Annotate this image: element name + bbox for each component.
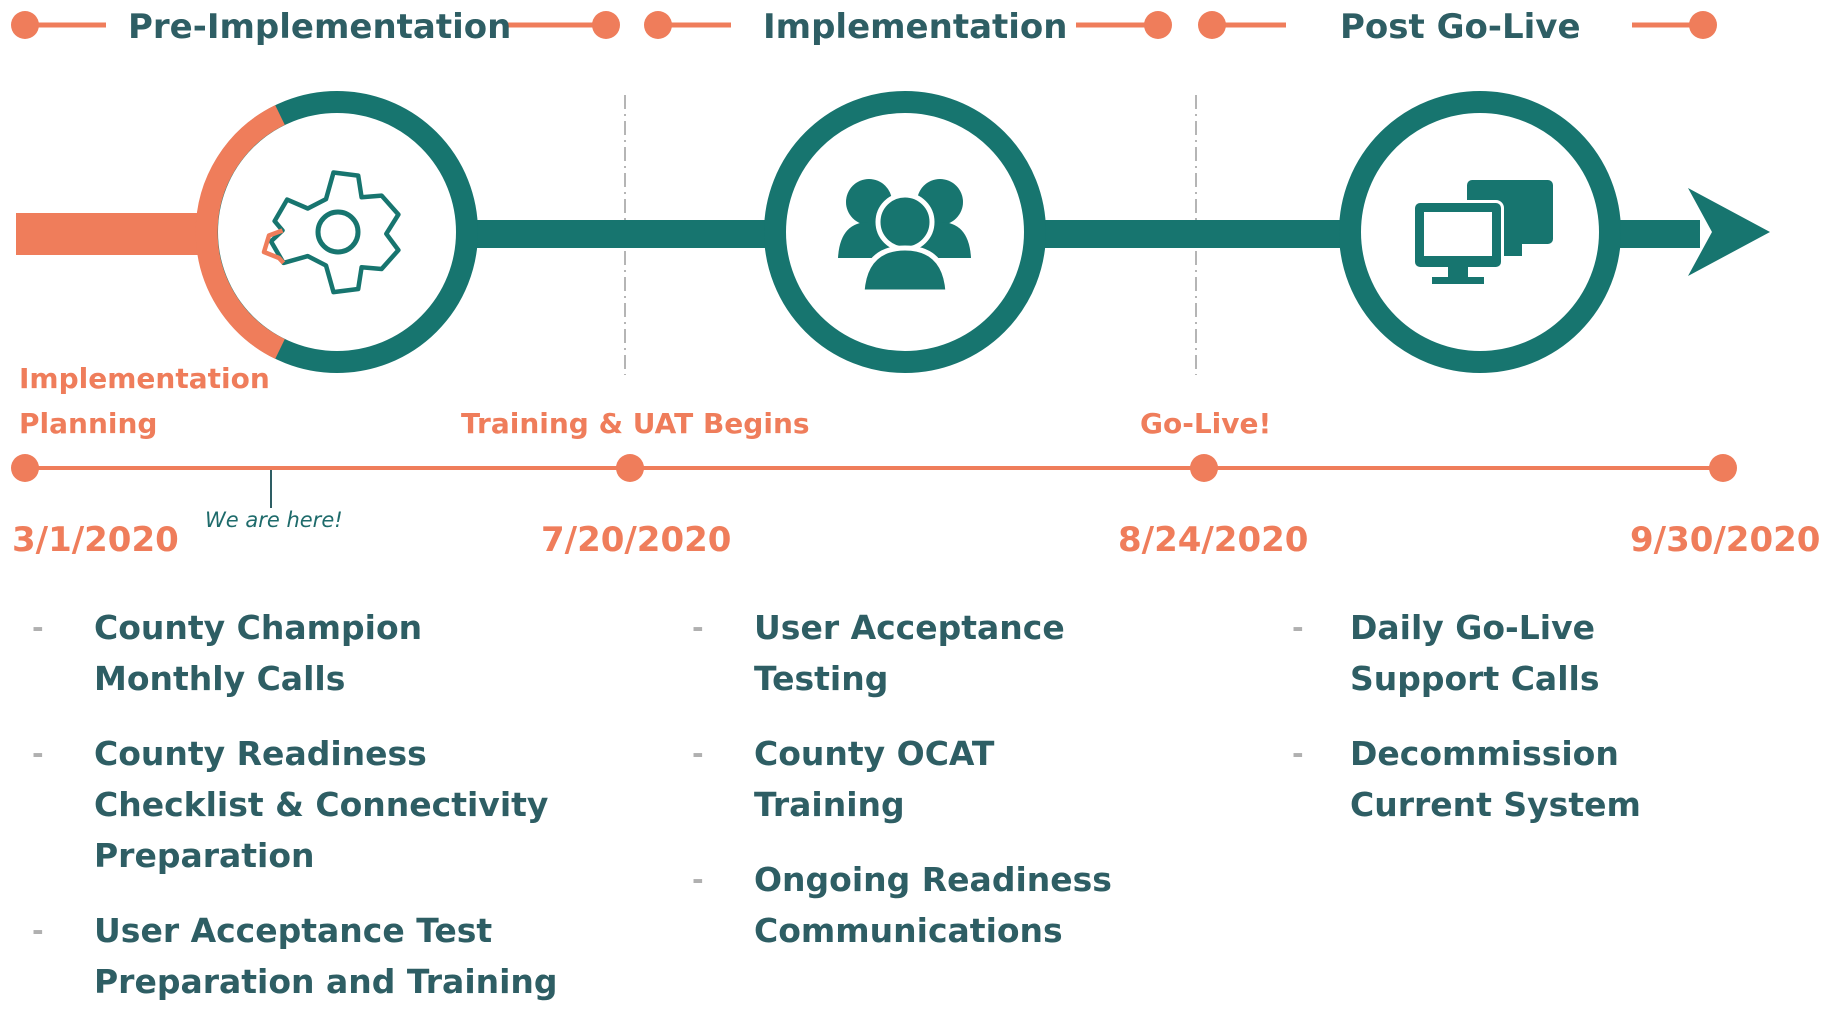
task-item: - User Acceptance Test Preparation and T… [0,905,620,1007]
gear-hub [315,209,361,255]
phase-title-implementation: Implementation [763,7,1068,47]
task-item: - County Readiness Checklist & Connectiv… [0,728,620,881]
gear-orange [261,228,286,265]
timeline-arrow-head [1688,188,1770,276]
monitor-back-base [1500,244,1522,256]
task-line: Training [754,785,905,824]
task-bullet: - [32,914,44,947]
band-segment [1610,220,1700,248]
date-dot [1190,454,1218,482]
phase-header-bar-implementation [644,11,1172,39]
task-line: Ongoing Readiness [754,860,1112,899]
task-line: County Champion [94,608,423,647]
task-line: User Acceptance Test [94,911,493,950]
task-bullet: - [32,737,44,770]
task-bullet: - [32,611,44,644]
task-bullet: - [692,611,704,644]
date-label-end: 9/30/2020 [1630,520,1821,560]
timeline-graphics [11,11,1770,508]
task-line: County Readiness [94,734,427,773]
milestone-label-implementation-planning: Implementation Planning [19,356,270,446]
header-dot [592,11,620,39]
task-line: Support Calls [1350,659,1600,698]
task-item: - Decommission Current System [1280,728,1800,830]
date-label-training: 7/20/2020 [541,520,732,560]
users-icon [838,179,971,295]
task-line: Testing [754,659,889,698]
circle-ring-progress [195,105,285,359]
task-line: Monthly Calls [94,659,346,698]
date-label-go-live: 8/24/2020 [1118,520,1309,560]
circle-ring [764,91,1046,373]
band-segment [1042,220,1342,248]
user-head-front [875,192,935,252]
milestone-label-go-live: Go-Live! [1140,401,1271,446]
task-column-post-go-live: - Daily Go-Live Support Calls - Decommis… [1280,602,1800,854]
phase-title-post-go-live: Post Go-Live [1340,7,1581,47]
gear-icon [261,170,401,295]
milestone-label-line: Training & UAT Begins [461,407,810,440]
task-line: Decommission [1350,734,1619,773]
task-line: Preparation and Training [94,962,558,1001]
milestone-label-line: Go-Live! [1140,407,1272,440]
task-bullet: - [692,863,704,896]
task-item: - County Champion Monthly Calls [0,602,620,704]
task-line: Daily Go-Live [1350,608,1595,647]
phase-header-bar-pre-implementation [11,11,620,39]
task-item: - County OCAT Training [680,728,1180,830]
phase-header-bar-post-go-live [1198,11,1717,39]
phase-circle-pre-implementation [195,91,478,373]
timeline-diagram: Pre-Implementation Implementation Post G… [11,7,1821,1001]
task-column-implementation: - User Acceptance Testing - County OCAT … [680,602,1180,980]
task-bullet: - [692,737,704,770]
phase-circle-post-go-live [1339,91,1621,373]
task-line: Preparation [94,836,315,875]
date-dot [1709,454,1737,482]
task-item: - User Acceptance Testing [680,602,1180,704]
task-line: Communications [754,911,1063,950]
task-bullet: - [1292,737,1304,770]
phase-title-pre-implementation: Pre-Implementation [128,7,512,47]
task-bullet: - [1292,611,1304,644]
milestone-label-line: Implementation [19,362,270,395]
milestone-label-line: Planning [19,407,158,440]
task-line: User Acceptance [754,608,1065,647]
monitor-front-screen [1424,212,1492,256]
current-position-label: We are here! [205,508,343,532]
task-column-pre-implementation: - County Champion Monthly Calls - County… [0,602,620,1031]
header-dot [1144,11,1172,39]
gear-teal [268,170,401,295]
task-item: - Daily Go-Live Support Calls [1280,602,1800,704]
date-dot [616,454,644,482]
monitor-front-base [1432,277,1484,284]
monitors-icon [1412,180,1553,284]
date-dot [11,454,39,482]
user-body-front [859,245,951,295]
task-line: County OCAT [754,734,995,773]
milestone-label-training-uat: Training & UAT Begins [461,401,810,446]
task-item: - Ongoing Readiness Communications [680,854,1180,956]
task-line: Checklist & Connectivity [94,785,549,824]
circle-ring [1339,91,1621,373]
band-segment [470,220,770,248]
progress-band-complete [16,213,216,255]
header-dot [1689,11,1717,39]
monitor-front-stand [1448,267,1468,279]
task-line: Current System [1350,785,1641,824]
phase-circle-implementation [764,91,1046,373]
date-label-start: 3/1/2020 [12,520,179,560]
